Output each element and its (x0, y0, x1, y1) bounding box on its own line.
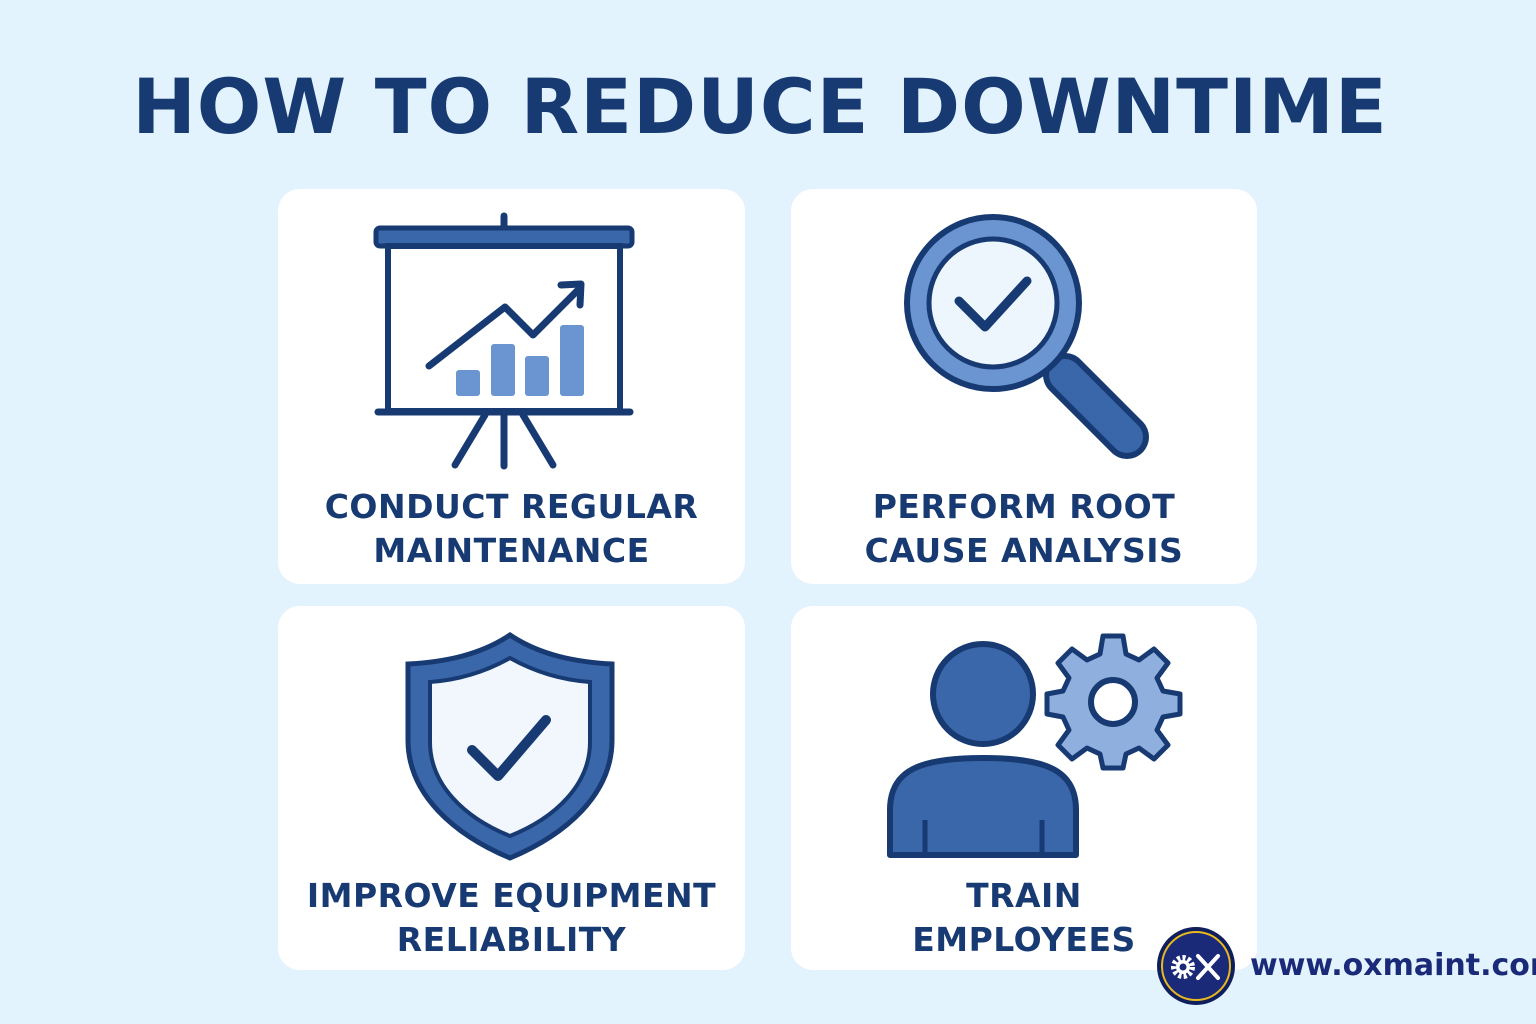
magnifier-check-icon (904, 214, 1149, 459)
gear-icon (1171, 955, 1195, 979)
website-link[interactable]: www.oxmaint.com (1250, 948, 1536, 983)
card-label-line1: PERFORM ROOT (872, 487, 1176, 526)
person-gear-icon (887, 633, 1183, 858)
shield-check-icon (405, 631, 615, 861)
page-title: HOW TO REDUCE DOWNTIME (132, 62, 1388, 151)
card-label-line2: EMPLOYEES (912, 920, 1136, 959)
presentation-chart-icon (373, 212, 635, 470)
card-label-line1: IMPROVE EQUIPMENT (306, 876, 717, 915)
card-label-line2: MAINTENANCE (373, 531, 650, 570)
card-label-line2: CAUSE ANALYSIS (864, 531, 1184, 570)
wrench-icon (1196, 954, 1220, 980)
card-label-line1: TRAIN (966, 876, 1082, 915)
card-label-line1: CONDUCT REGULAR (324, 487, 699, 526)
oxmaint-logo[interactable] (1156, 926, 1236, 1006)
card-label-line2: RELIABILITY (396, 920, 627, 959)
